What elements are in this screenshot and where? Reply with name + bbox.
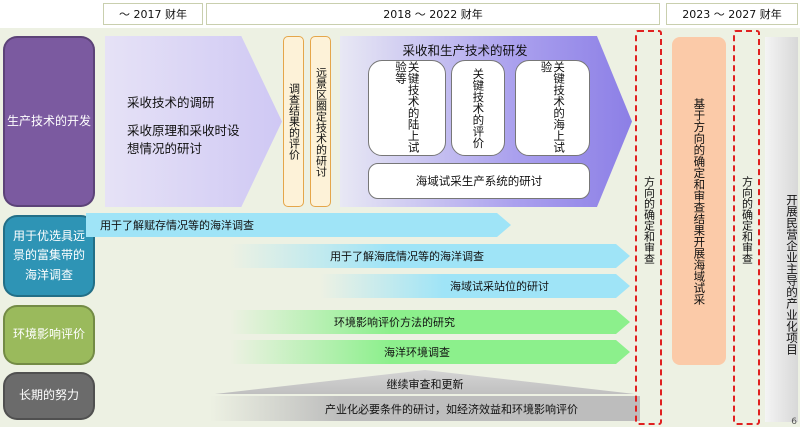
review-label-2: 方向的确定和审查 (740, 176, 754, 264)
production-system-box: 海域试采生产系统的研讨 (368, 163, 590, 199)
rd-title: 采收和生产技术的研发 (402, 43, 528, 58)
prospect-delineation-box: 远景区圈定技术的研讨 (310, 36, 331, 207)
review-label-1: 方向的确定和审查 (642, 176, 656, 264)
land-test-box: 关键技术的陆上试验等 (368, 60, 446, 156)
category-environment: 环境影响评价 (3, 305, 95, 365)
sea-test-box: 关键技术的海上试验 (515, 60, 590, 156)
period-header-2017: ～ 2017 财年 (103, 3, 203, 25)
band-trial-site: 海域试采站位的研讨 (320, 274, 630, 298)
review-box-2 (733, 30, 760, 425)
research-subtitle: 采收原理和采收时设想情况的研讨 (127, 123, 240, 157)
research-phase-arrow: 采收技术的调研 采收原理和采收时设想情况的研讨 (105, 36, 282, 207)
research-title: 采收技术的调研 (127, 95, 215, 110)
sea-trial-box: 基于方向的确定和审查结果开展海域试采 (672, 37, 726, 365)
period-header-2018-2022: 2018 ～ 2022 财年 (206, 3, 660, 25)
band-industrialization: 产业化必要条件的研讨，如经济效益和环境影响评价 (210, 396, 640, 421)
band-env-method: 环境影响评价方法的研究 (230, 310, 630, 334)
category-ocean-survey: 用于优选具远景的富集带的海洋调查 (3, 215, 95, 297)
band-ocean-survey-1: 用于了解赋存情况等的海洋调查 (86, 213, 511, 237)
band-ocean-survey-2: 用于了解海底情况等的海洋调查 (230, 244, 630, 268)
survey-evaluation-box: 调查结果的评价 (283, 36, 304, 207)
category-long-term: 长期的努力 (3, 372, 95, 420)
tech-evaluation-box: 关键技术的评价 (451, 60, 505, 156)
band-review-update: 继续审查和更新 (386, 378, 464, 391)
period-header-2023-2027: 2023 ～ 2027 财年 (666, 3, 798, 25)
band-marine-env: 海洋环境调查 (230, 340, 630, 364)
private-project-column: 开展民营企业主导的产业化项目 (765, 37, 799, 422)
page-number: 6 (791, 417, 797, 427)
review-box-1 (635, 30, 662, 425)
category-production-tech: 生产技术的开发 (3, 36, 95, 207)
